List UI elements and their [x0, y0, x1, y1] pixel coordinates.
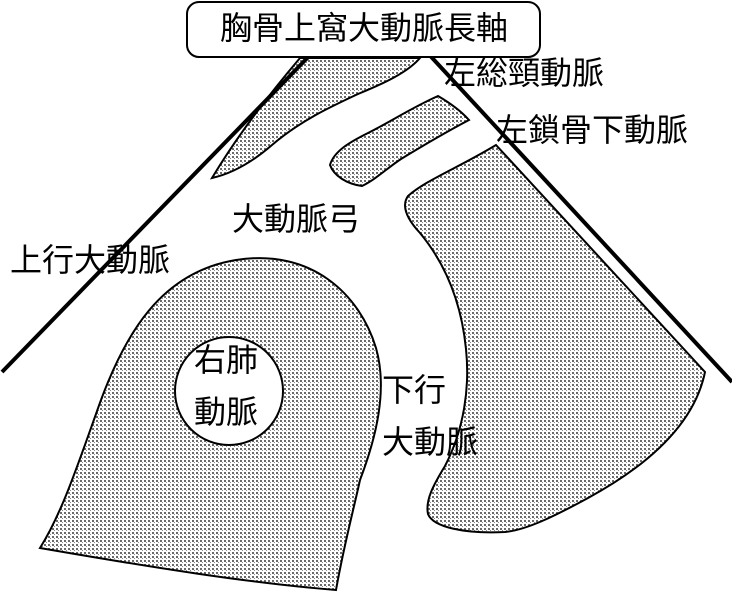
label-descending-aorta-line1: 下行	[382, 371, 446, 409]
label-left-subclavian: 左鎖骨下動脈	[496, 111, 688, 149]
label-right-pulmonary-artery-line1: 右肺	[194, 341, 258, 379]
label-descending-aorta-line2: 大動脈	[382, 423, 478, 461]
title-box	[186, 1, 541, 58]
label-left-common-carotid: 左総頸動脈	[444, 54, 604, 92]
label-right-pulmonary-artery-line2: 動脈	[194, 393, 258, 431]
sector-line-right	[421, 46, 732, 384]
tissue-region-upper-left	[209, 57, 423, 180]
label-aortic-arch: 大動脈弓	[232, 200, 360, 238]
tissue-region-right	[404, 143, 707, 534]
diagram-title: 胸骨上窩大動脈長軸	[220, 9, 508, 47]
label-ascending-aorta: 上行大動脈	[10, 241, 170, 279]
tissue-region-vessel-gap	[328, 94, 471, 188]
right-pulmonary-artery-lumen	[174, 336, 284, 446]
sector-line-left	[0, 46, 319, 374]
